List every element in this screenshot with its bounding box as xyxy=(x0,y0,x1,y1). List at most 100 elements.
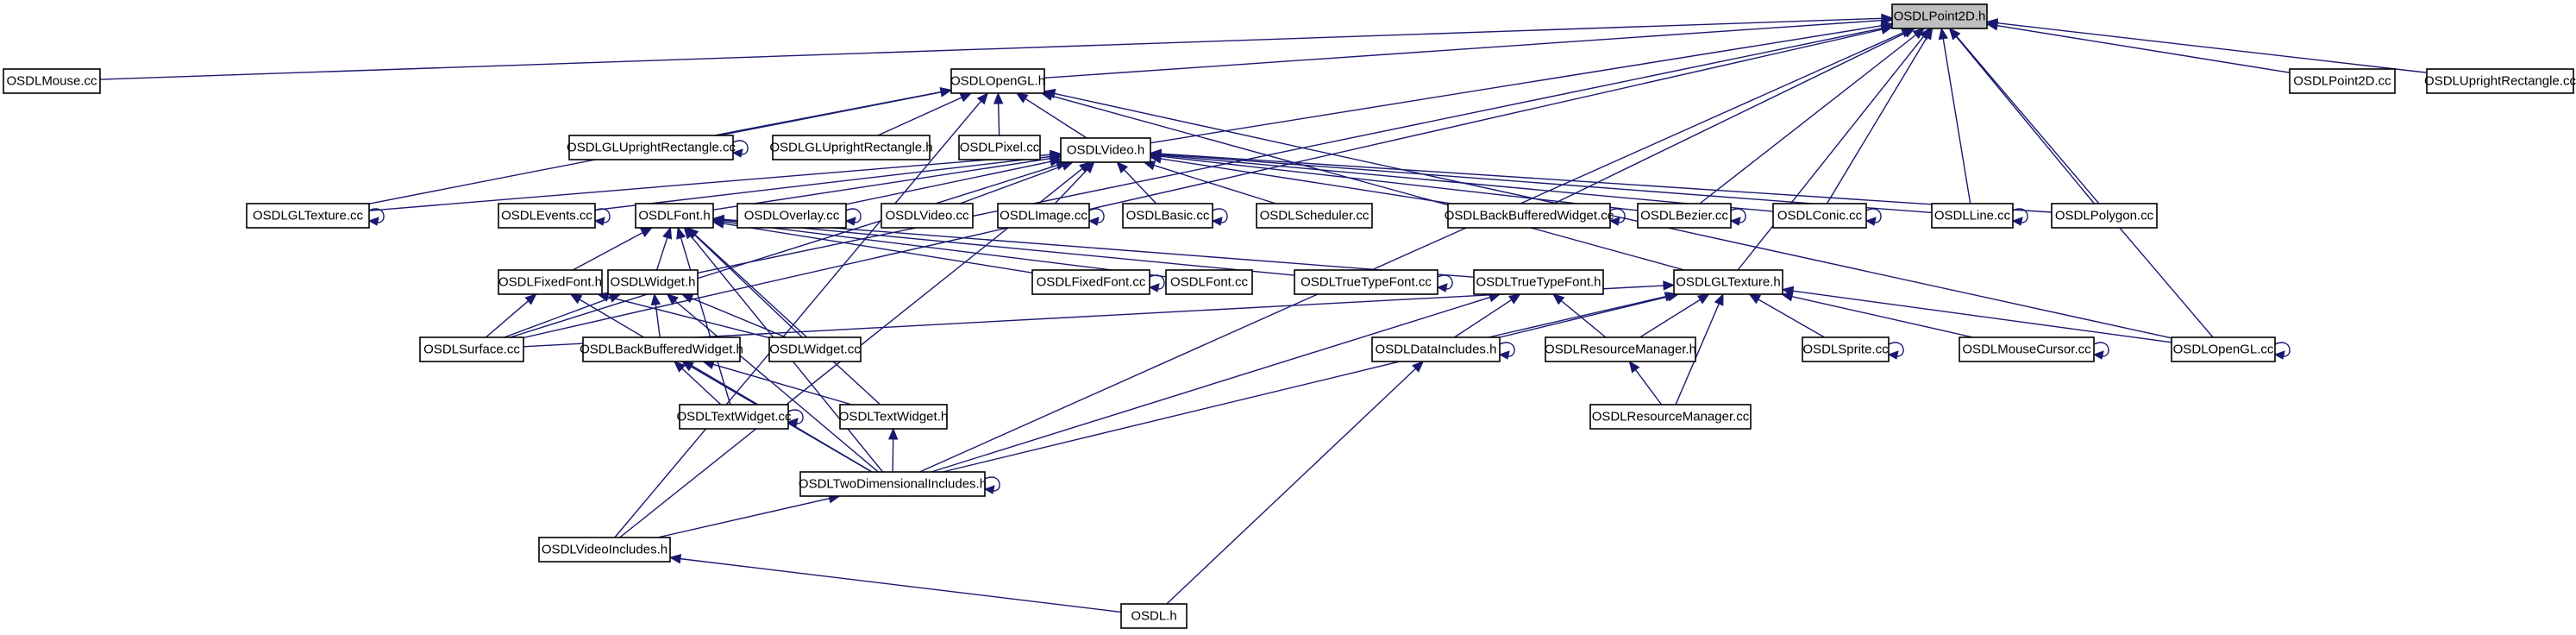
node-basic_cc[interactable]: OSDLBasic.cc xyxy=(1122,203,1213,229)
node-polygon_cc[interactable]: OSDLPolygon.cc xyxy=(2051,203,2158,229)
node-box-videoincludes_h[interactable] xyxy=(538,537,671,563)
node-sprite_cc[interactable]: OSDLSprite.cc xyxy=(1802,336,1890,362)
node-truetypefont_h[interactable]: OSDLTrueTypeFont.h xyxy=(1473,269,1604,295)
node-font_h[interactable]: OSDLFont.h xyxy=(635,203,714,229)
node-widget_cc[interactable]: OSDLWidget.cc xyxy=(768,336,862,362)
node-textwidget_cc[interactable]: OSDLTextWidget.cc xyxy=(676,404,792,430)
node-box-video_cc[interactable] xyxy=(881,203,974,229)
node-label-point2d_cc: OSDLPoint2D.cc xyxy=(2293,74,2391,89)
node-box-textwidget_cc[interactable] xyxy=(679,404,789,430)
node-surface_cc[interactable]: OSDLSurface.cc xyxy=(419,336,524,362)
node-box-textwidget_h[interactable] xyxy=(839,404,948,430)
node-box-fixedfont_h[interactable] xyxy=(498,269,603,295)
edge-resmanager_h-to-gltexture_h xyxy=(1639,299,1701,338)
edge-videoincludes_h-to-opengl_h xyxy=(614,100,982,538)
node-backbuffered_h[interactable]: OSDLBackBufferedWidget.h xyxy=(580,336,743,362)
arrowhead-video_h-to-point2d_h xyxy=(1880,21,1894,31)
node-conic_cc[interactable]: OSDLConic.cc xyxy=(1772,203,1867,229)
node-box-mouse_cc[interactable] xyxy=(3,68,101,94)
node-gltexture_h[interactable]: OSDLGLTexture.h xyxy=(1673,269,1783,295)
node-box-glupright_cc[interactable] xyxy=(568,135,734,160)
node-fixedfont_cc[interactable]: OSDLFixedFont.cc xyxy=(1031,269,1150,295)
node-image_cc[interactable]: OSDLImage.cc xyxy=(997,203,1090,229)
node-pixel_cc[interactable]: OSDLPixel.cc xyxy=(958,135,1041,160)
node-label-osdl_h: OSDL.h xyxy=(1131,609,1176,624)
node-widget_h[interactable]: OSDLWidget.h xyxy=(607,269,699,295)
node-video_h[interactable]: OSDLVideo.h xyxy=(1060,137,1151,163)
node-box-events_cc[interactable] xyxy=(498,203,596,229)
node-fixedfont_h[interactable]: OSDLFixedFont.h xyxy=(498,269,603,295)
node-box-pixel_cc[interactable] xyxy=(958,135,1041,160)
arrowhead-opengl_cc-to-point2d_h xyxy=(1949,28,1961,41)
node-box-resmanager_h[interactable] xyxy=(1545,336,1696,362)
node-box-fixedfont_cc[interactable] xyxy=(1031,269,1150,295)
node-label-polygon_cc: OSDLPolygon.cc xyxy=(2055,209,2154,223)
node-box-surface_cc[interactable] xyxy=(419,336,524,362)
node-point2d_cc[interactable]: OSDLPoint2D.cc xyxy=(2289,68,2396,94)
node-box-conic_cc[interactable] xyxy=(1772,203,1867,229)
node-box-line_cc[interactable] xyxy=(1931,203,2014,229)
node-box-gltexture_cc[interactable] xyxy=(246,203,370,229)
node-box-backbuffered_cc[interactable] xyxy=(1447,203,1611,229)
node-box-gltexture_h[interactable] xyxy=(1673,269,1783,295)
node-events_cc[interactable]: OSDLEvents.cc xyxy=(498,203,596,229)
node-box-image_cc[interactable] xyxy=(997,203,1090,229)
node-box-truetypefont_cc[interactable] xyxy=(1294,269,1438,295)
node-box-glupright_h[interactable] xyxy=(772,135,931,160)
node-box-widget_cc[interactable] xyxy=(768,336,862,362)
node-box-polygon_cc[interactable] xyxy=(2051,203,2158,229)
node-glupright_h[interactable]: OSDLGLUprightRectangle.h xyxy=(769,135,933,160)
node-uprightrect_cc[interactable]: OSDLUprightRectangle.cc xyxy=(2424,68,2576,94)
node-box-scheduler_cc[interactable] xyxy=(1256,203,1373,229)
node-line_cc[interactable]: OSDLLine.cc xyxy=(1931,203,2014,229)
node-box-truetypefont_h[interactable] xyxy=(1473,269,1604,295)
edge-fixedfont_cc-to-font_h xyxy=(723,223,1033,273)
node-mousecursor_cc[interactable]: OSDLMouseCursor.cc xyxy=(1959,336,2095,362)
node-point2d_h[interactable]: OSDLPoint2D.h xyxy=(1891,3,1988,29)
node-box-resmanager_cc[interactable] xyxy=(1589,404,1752,430)
node-bezier_cc[interactable]: OSDLBezier.cc xyxy=(1637,203,1732,229)
node-box-uprightrect_cc[interactable] xyxy=(2426,68,2574,94)
node-resmanager_h[interactable]: OSDLResourceManager.h xyxy=(1545,336,1696,362)
edge-dataincludes_h-to-truetypefont_h xyxy=(1453,299,1512,338)
node-box-sprite_cc[interactable] xyxy=(1802,336,1890,362)
node-backbuffered_cc[interactable]: OSDLBackBufferedWidget.cc xyxy=(1445,203,1614,229)
arrowhead-resmanager_cc-to-resmanager_h xyxy=(1628,360,1640,374)
node-videoincludes_h[interactable]: OSDLVideoIncludes.h xyxy=(538,537,671,563)
node-mouse_cc[interactable]: OSDLMouse.cc xyxy=(3,68,101,94)
node-font_cc[interactable]: OSDLFont.cc xyxy=(1165,269,1253,295)
edge-textwidget_cc-to-backbuffered_h xyxy=(681,368,722,406)
node-box-dataincludes_h[interactable] xyxy=(1371,336,1501,362)
node-box-overlay_cc[interactable] xyxy=(736,203,847,229)
node-resmanager_cc[interactable]: OSDLResourceManager.cc xyxy=(1589,404,1752,430)
node-label-overlay_cc: OSDLOverlay.cc xyxy=(744,209,840,223)
arrowhead-surface_cc-to-fixedfont_h xyxy=(524,293,537,305)
node-box-twodim_h[interactable] xyxy=(799,471,986,497)
node-glupright_cc[interactable]: OSDLGLUprightRectangle.cc xyxy=(567,135,736,160)
node-box-mousecursor_cc[interactable] xyxy=(1959,336,2095,362)
edge-twodim_h-to-point2d_h xyxy=(919,32,1903,473)
node-box-point2d_cc[interactable] xyxy=(2289,68,2396,94)
node-box-backbuffered_h[interactable] xyxy=(582,336,741,362)
node-box-basic_cc[interactable] xyxy=(1122,203,1213,229)
node-box-opengl_h[interactable] xyxy=(950,68,1045,94)
node-twodim_h[interactable]: OSDLTwoDimensionalIncludes.h xyxy=(799,471,987,497)
node-box-point2d_h[interactable] xyxy=(1891,3,1988,29)
node-opengl_h[interactable]: OSDLOpenGL.h xyxy=(950,68,1045,94)
node-overlay_cc[interactable]: OSDLOverlay.cc xyxy=(736,203,847,229)
node-opengl_cc[interactable]: OSDLOpenGL.cc xyxy=(2171,336,2276,362)
node-box-widget_h[interactable] xyxy=(607,269,699,295)
node-box-osdl_h[interactable] xyxy=(1120,603,1188,629)
node-osdl_h[interactable]: OSDL.h xyxy=(1120,603,1188,629)
node-box-bezier_cc[interactable] xyxy=(1637,203,1732,229)
node-box-font_cc[interactable] xyxy=(1165,269,1253,295)
node-gltexture_cc[interactable]: OSDLGLTexture.cc xyxy=(246,203,370,229)
node-box-opengl_cc[interactable] xyxy=(2171,336,2276,362)
node-scheduler_cc[interactable]: OSDLScheduler.cc xyxy=(1256,203,1373,229)
node-box-font_h[interactable] xyxy=(635,203,714,229)
node-box-video_h[interactable] xyxy=(1060,137,1151,163)
node-truetypefont_cc[interactable]: OSDLTrueTypeFont.cc xyxy=(1294,269,1438,295)
node-video_cc[interactable]: OSDLVideo.cc xyxy=(881,203,974,229)
node-dataincludes_h[interactable]: OSDLDataIncludes.h xyxy=(1371,336,1501,362)
node-textwidget_h[interactable]: OSDLTextWidget.h xyxy=(839,404,948,430)
